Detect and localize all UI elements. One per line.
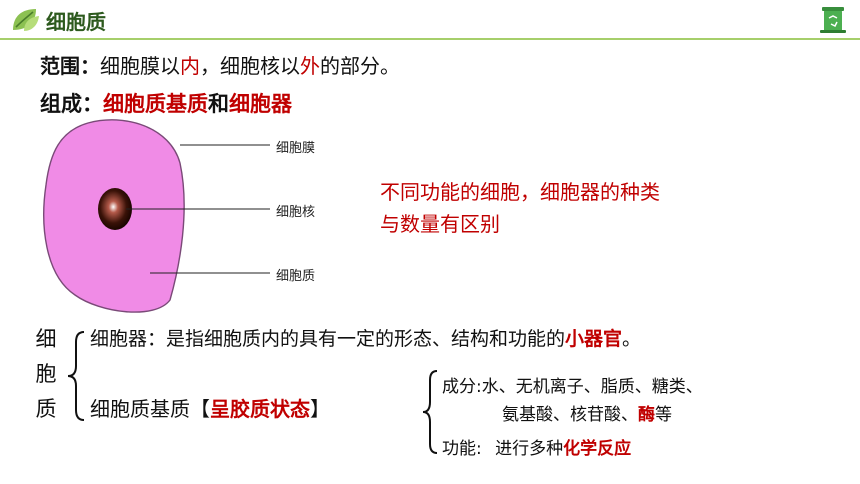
label-cytoplasm: 细胞质 [276, 269, 316, 284]
composition-organelle: 细胞器 [229, 92, 292, 116]
composition-line: 组成：细胞质基质和细胞器 [40, 88, 292, 118]
composition-matrix: 细胞质基质 [103, 92, 208, 116]
component-enzyme: 酶 [638, 405, 655, 425]
scope-inside: 内 [180, 54, 200, 78]
composition-label: 组成： [40, 92, 103, 116]
label-nucleus: 细胞核 [276, 205, 316, 220]
organelle-desc: ：是指细胞质内的具有一定的形态、结构和功能的 [147, 328, 566, 350]
scope-text-2: ，细胞核以 [200, 54, 300, 78]
tree-root-char-1: 细 [35, 327, 57, 351]
recycle-bin-icon [820, 7, 846, 33]
matrix-row: 细胞质基质【呈胶质状态】 [90, 393, 330, 422]
header-bar [0, 0, 860, 38]
component-line-1: 成分:水、无机离子、脂质、糖类、 [442, 372, 703, 397]
tree-root-char-3: 质 [35, 397, 57, 421]
header-divider [0, 38, 860, 40]
component-line-2: 氨基酸、核苷酸、酶等 [502, 400, 672, 425]
callout-line-2: 与数量有区别 [380, 212, 500, 236]
matrix-key: 呈胶质状态 [210, 397, 310, 421]
scope-label: 范围： [40, 54, 100, 78]
tree-root: 细 胞 质 [34, 322, 58, 427]
leaf-icon [13, 9, 39, 31]
component-label: 成分: [442, 377, 482, 397]
organelle-label: 细胞器 [90, 328, 148, 350]
main-brace [67, 331, 85, 421]
label-membrane: 细胞膜 [276, 141, 316, 156]
organelle-end: 。 [622, 328, 642, 350]
scope-outside: 外 [300, 54, 320, 78]
organelle-key: 小器官 [565, 328, 623, 350]
component-list-2: 氨基酸、核苷酸、 [502, 405, 638, 425]
matrix-brace [422, 370, 438, 454]
scope-text-1: 细胞膜以 [100, 54, 180, 78]
nucleus-shape [98, 188, 132, 230]
matrix-end: 】 [310, 397, 330, 421]
matrix-label: 细胞质基质【 [90, 397, 210, 421]
composition-conj: 和 [208, 92, 229, 116]
cell-diagram [43, 119, 270, 313]
component-end: 等 [655, 405, 672, 425]
component-list-1: 水、无机离子、脂质、糖类、 [481, 377, 703, 397]
page-title: 细胞质 [46, 10, 106, 34]
callout-text: 不同功能的细胞，细胞器的种类 与数量有区别 [380, 176, 660, 240]
tree-root-char-2: 胞 [35, 362, 57, 386]
function-key: 化学反应 [563, 439, 632, 459]
function-label: 功能: [442, 439, 482, 459]
scope-line: 范围：细胞膜以内，细胞核以外的部分。 [40, 50, 400, 79]
organelle-row: 细胞器：是指细胞质内的具有一定的形态、结构和功能的小器官。 [90, 324, 641, 351]
scope-text-3: 的部分。 [320, 54, 400, 78]
function-text: 进行多种 [495, 439, 564, 459]
function-line: 功能: 进行多种化学反应 [442, 434, 631, 459]
callout-line-1: 不同功能的细胞，细胞器的种类 [380, 180, 660, 204]
